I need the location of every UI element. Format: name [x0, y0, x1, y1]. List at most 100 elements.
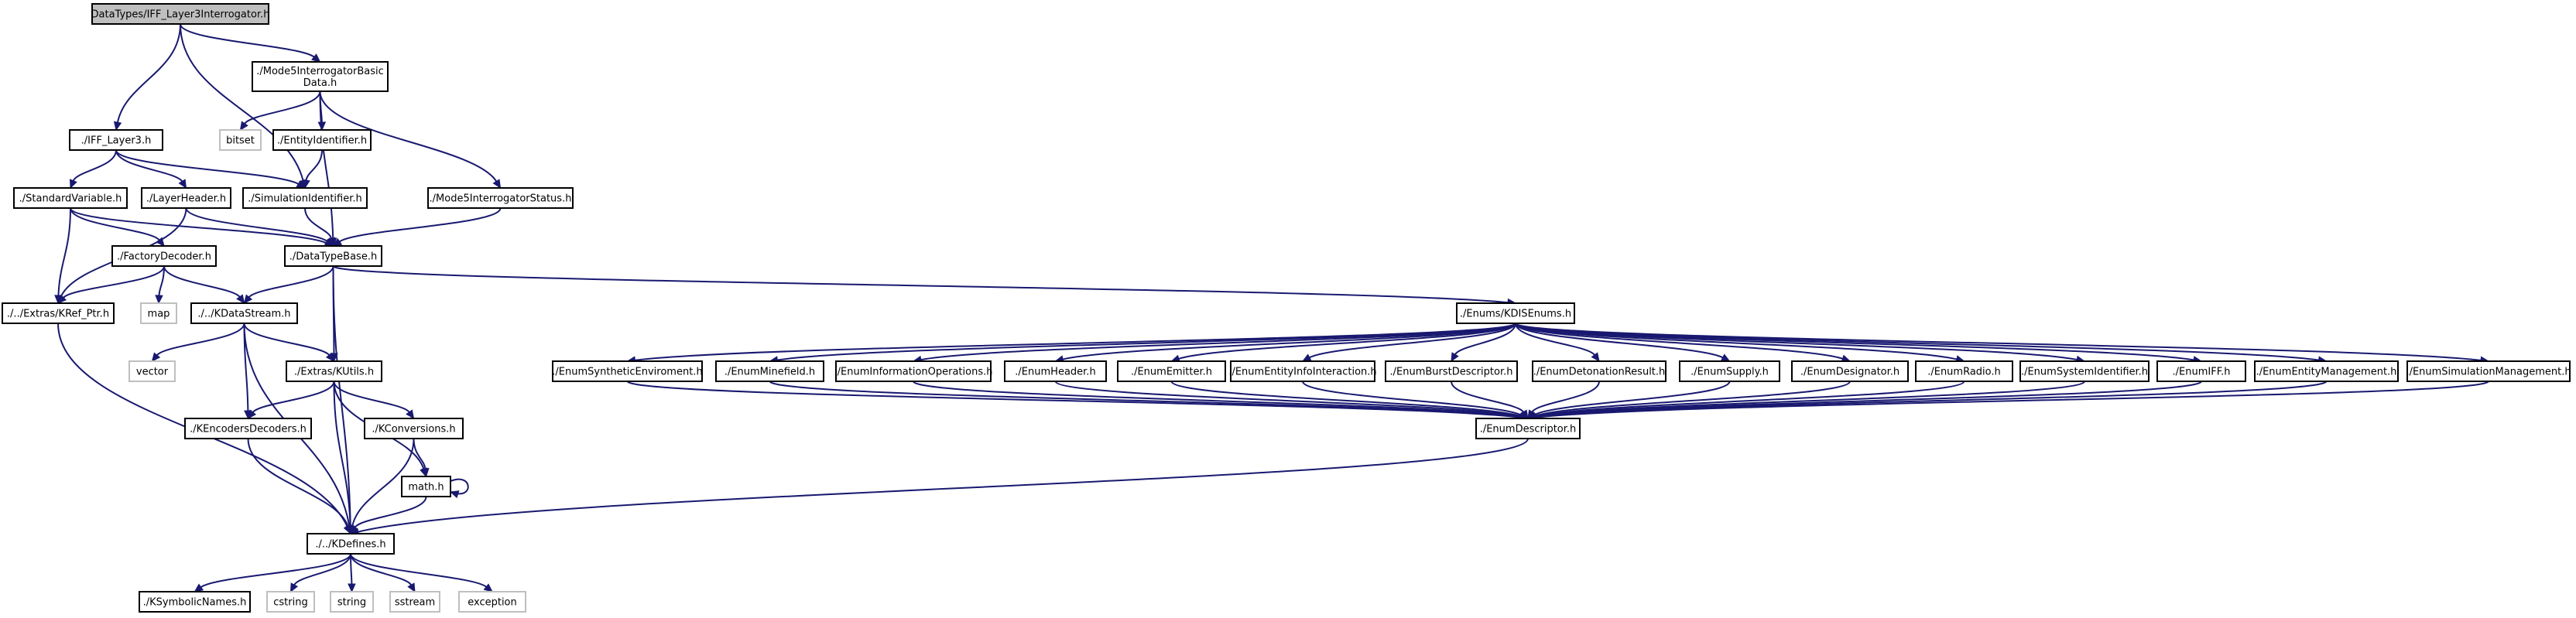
edge-line — [332, 265, 1509, 304]
node-simulation-identifier[interactable]: ./SimulationIdentifier.h — [242, 187, 368, 209]
edge-line — [626, 381, 1521, 418]
node-kconversions[interactable]: ./KConversions.h — [364, 418, 464, 439]
edge-line — [1515, 323, 1843, 360]
node-kref-ptr[interactable]: ./../Extras/KRef_Ptr.h — [2, 302, 115, 324]
edge-kutils-to-kconversions — [333, 381, 415, 419]
node-bitset: bitset — [219, 129, 262, 151]
edge-iff-layer3-to-standard-variable — [70, 149, 117, 189]
node-math[interactable]: math.h — [401, 476, 451, 497]
node-box — [284, 245, 382, 267]
node-box — [219, 129, 262, 151]
node-root[interactable]: DataTypes/IFF_Layer3Interrogator.h — [91, 3, 270, 25]
node-iff-layer3[interactable]: ./IFF_Layer3.h — [69, 129, 163, 151]
node-e-infoops[interactable]: ./EnumInformationOperations.h — [834, 360, 993, 382]
edge-line — [117, 23, 181, 123]
node-e-detonation[interactable]: ./EnumDetonationResult.h — [1532, 360, 1667, 382]
node-mode5status[interactable]: ./Mode5InterrogatorStatus.h — [427, 187, 574, 209]
node-label: ./EnumDescriptor.h — [1480, 424, 1577, 435]
node-label: ./KSymbolicNames.h — [143, 597, 247, 609]
edge-line — [1515, 323, 1595, 356]
edge-standard-variable-to-factory-decoder — [70, 207, 165, 247]
node-box — [1475, 418, 1581, 439]
edge-mode5basic-to-bitset — [239, 90, 321, 131]
node-e-emitter[interactable]: ./EnumEmitter.h — [1117, 360, 1226, 382]
node-kdisenums[interactable]: ./Enums/KDISEnums.h — [1456, 302, 1575, 324]
edge-kutils-to-kencoders — [247, 381, 335, 419]
edge-line — [180, 23, 304, 181]
edge-line — [1531, 381, 1600, 413]
node-ksymbolic[interactable]: ./KSymbolicNames.h — [139, 591, 251, 613]
edge-line — [1451, 381, 1525, 413]
edge-kdefines-to-string — [348, 553, 356, 593]
node-string: string — [330, 591, 374, 613]
node-entity-identifier[interactable]: ./EntityIdentifier.h — [272, 129, 372, 151]
node-box — [286, 360, 382, 382]
node-e-iff[interactable]: ./EnumIFF.h — [2156, 360, 2246, 382]
node-e-synthetic[interactable]: ./EnumSyntheticEnviroment.h — [552, 360, 703, 382]
edge-arrowhead — [151, 352, 161, 362]
edge-arrowhead — [325, 352, 335, 362]
edge-line — [1309, 323, 1516, 359]
node-kdatastream[interactable]: ./../KDataStream.h — [190, 302, 298, 324]
node-label: exception — [468, 597, 517, 609]
edge-kdefines-to-exception — [350, 553, 493, 592]
edge-datatypebase-to-kdatastream — [243, 265, 334, 304]
node-datatypebase[interactable]: ./DataTypeBase.h — [284, 245, 382, 267]
edge-simulation-identifier-to-datatypebase — [304, 207, 336, 248]
node-label: ./EnumEntityInfoInteraction.h — [1228, 367, 1376, 378]
node-enumdescriptor[interactable]: ./EnumDescriptor.h — [1475, 418, 1581, 439]
node-e-minefield[interactable]: ./EnumMinefield.h — [715, 360, 824, 382]
edge-math-to-math — [449, 478, 469, 499]
edge-line — [1535, 381, 2489, 418]
node-kdefines[interactable]: ./../KDefines.h — [307, 533, 395, 555]
node-e-header[interactable]: ./EnumHeader.h — [1004, 360, 1107, 382]
edge-arrowhead — [239, 121, 248, 131]
edge-factory-decoder-to-kdatastream — [163, 265, 245, 304]
node-box — [91, 3, 269, 25]
node-label: ./EnumMinefield.h — [724, 367, 815, 378]
node-label: ./EnumHeader.h — [1015, 367, 1095, 378]
edge-line — [185, 207, 328, 242]
edge-kdatastream-to-kutils — [243, 323, 335, 362]
node-box — [1117, 360, 1226, 382]
node-standard-variable[interactable]: ./StandardVariable.h — [13, 187, 128, 209]
node-kutils[interactable]: ./Extras/KUtils.h — [286, 360, 382, 382]
node-label: bitset — [226, 135, 255, 147]
edge-line — [57, 207, 71, 296]
node-e-supply[interactable]: ./EnumSupply.h — [1679, 360, 1780, 382]
node-e-designator[interactable]: ./EnumDesignator.h — [1791, 360, 1909, 382]
node-e-simmgmt[interactable]: ./EnumSimulationManagement.h — [2406, 360, 2571, 382]
edge-factory-decoder-to-kref-ptr — [57, 265, 165, 304]
node-layer-header[interactable]: ./LayerHeader.h — [141, 187, 231, 209]
edge-line — [354, 496, 427, 528]
edge-kdisenums-to-e-header — [1054, 323, 1516, 364]
node-box — [1230, 360, 1375, 382]
node-box — [2156, 360, 2246, 382]
edge-arrowhead — [483, 583, 493, 592]
edge-e-burst-to-enumdescriptor — [1451, 381, 1529, 420]
edge-line — [252, 381, 335, 413]
edge-layer-header-to-datatypebase — [185, 207, 334, 247]
edge-line — [305, 149, 323, 181]
edge-line — [358, 438, 1529, 533]
edge-line — [920, 323, 1516, 361]
node-e-entityinfo[interactable]: ./EnumEntityInfoInteraction.h — [1228, 360, 1377, 382]
node-map: map — [140, 302, 177, 324]
edge-line — [333, 381, 410, 413]
edge-line — [248, 265, 334, 298]
node-box — [364, 418, 464, 439]
node-box — [715, 360, 824, 382]
node-box — [2019, 360, 2150, 382]
node-label: ./EnumEmitter.h — [1131, 367, 1212, 378]
node-e-burst[interactable]: ./EnumBurstDescriptor.h — [1385, 360, 1518, 382]
edge-line — [156, 323, 245, 356]
node-kencoders[interactable]: ./KEncodersDecoders.h — [184, 418, 312, 439]
edge-line — [163, 265, 241, 298]
node-e-entitymgmt[interactable]: ./EnumEntityManagement.h — [2254, 360, 2399, 382]
node-factory-decoder[interactable]: ./FactoryDecoder.h — [111, 245, 217, 267]
edge-e-infoops-to-enumdescriptor — [913, 381, 1530, 422]
node-e-systemid[interactable]: ./EnumSystemIdentifier.h — [2019, 360, 2150, 382]
node-box — [401, 476, 451, 497]
node-e-radio[interactable]: ./EnumRadio.h — [1915, 360, 2013, 382]
